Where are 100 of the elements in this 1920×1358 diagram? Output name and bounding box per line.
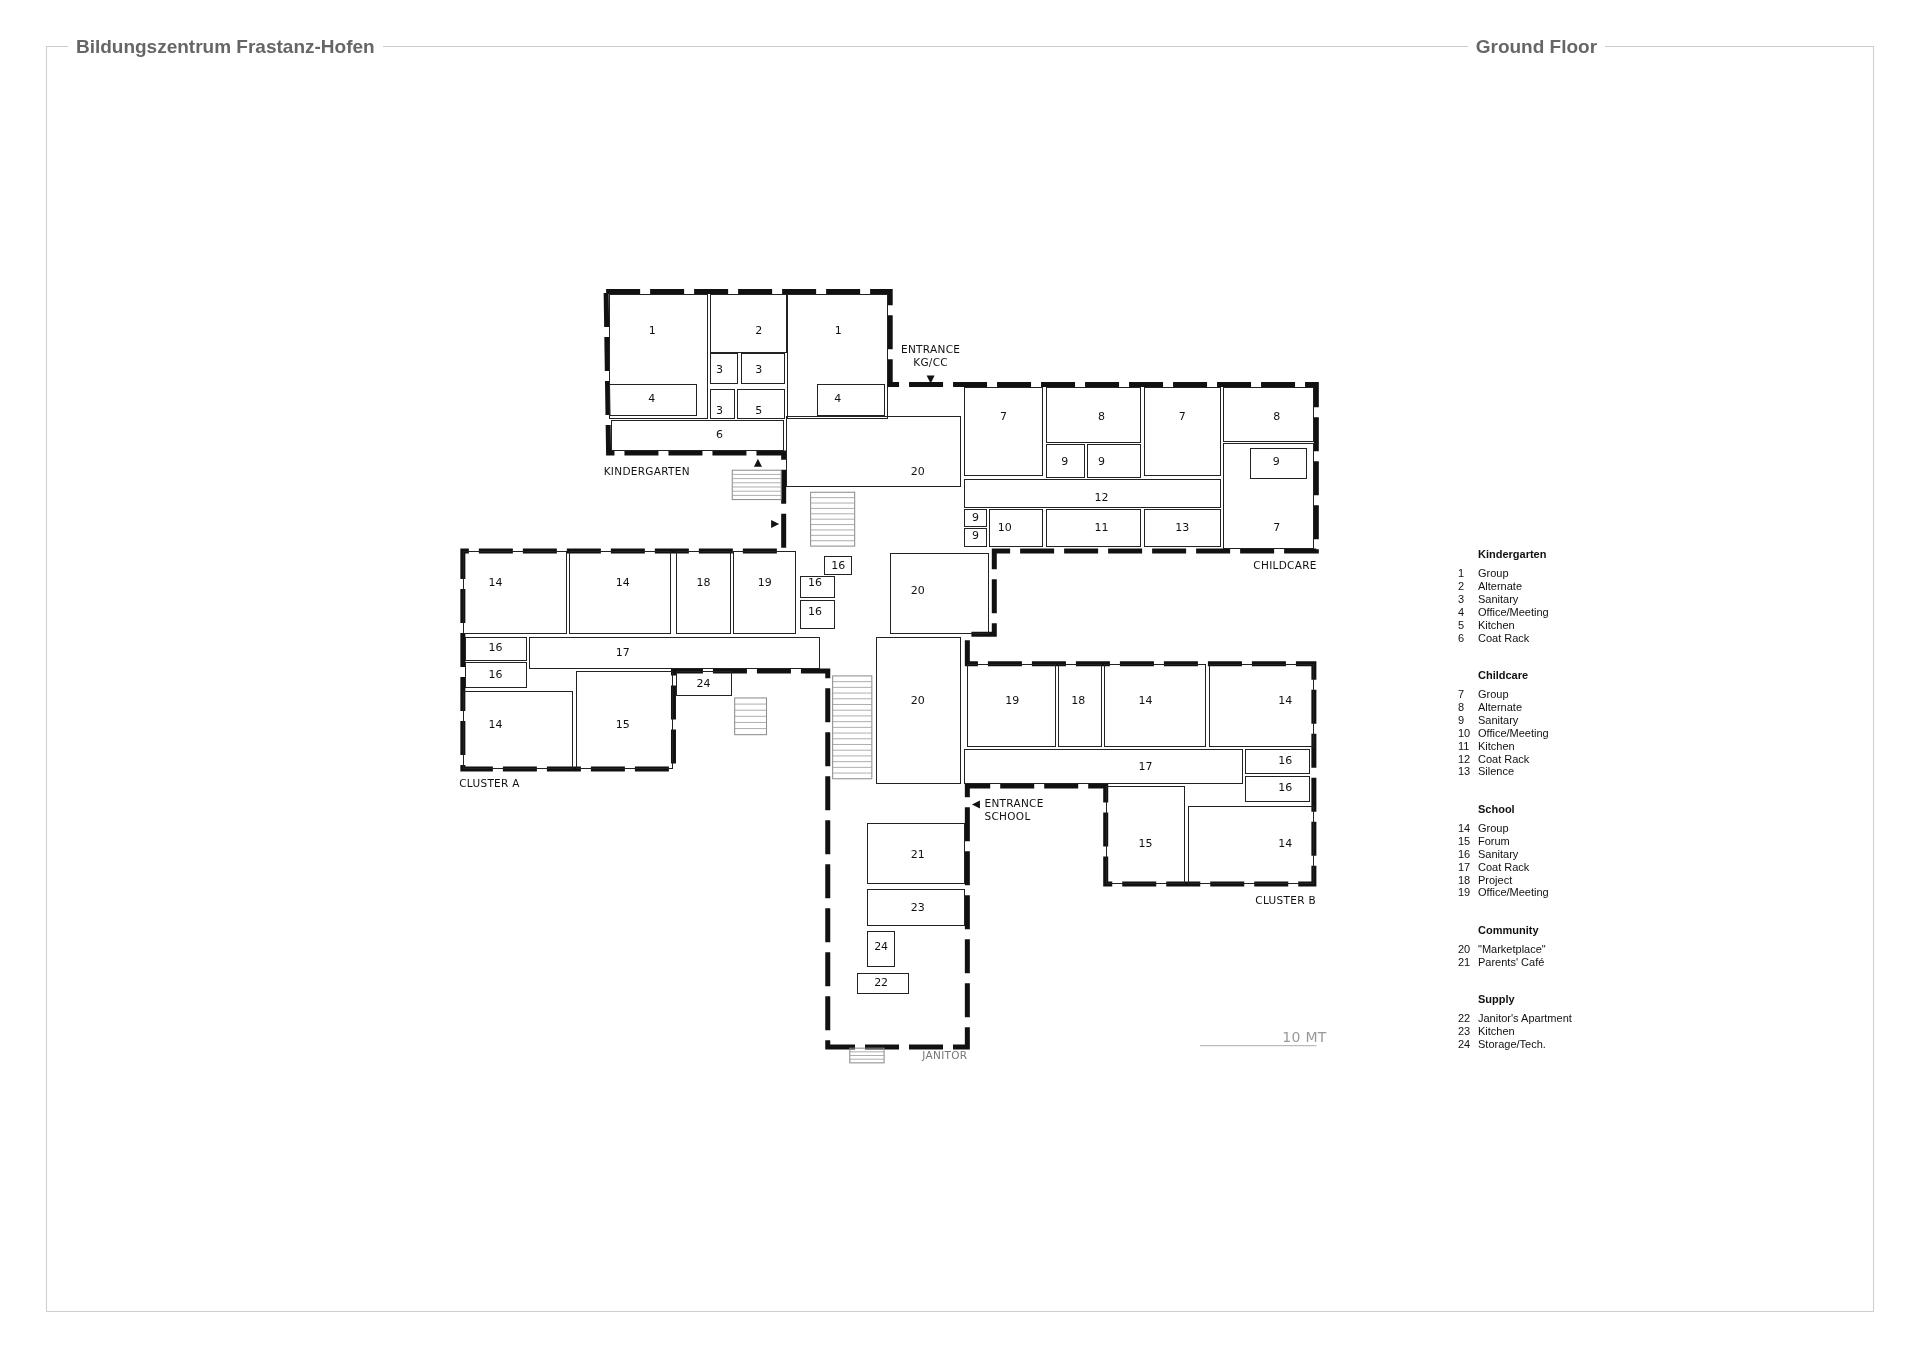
room-outline [989,509,1044,548]
room-outline [465,636,527,662]
room-outline [1187,805,1314,885]
room-number: 13 [1175,521,1190,533]
legend-text: Alternate [1478,580,1523,592]
legend-text: Group [1478,689,1509,700]
room-number: 9 [971,511,979,523]
room-outline [890,553,990,635]
room-number: 10 [997,521,1012,533]
room-outline [675,551,731,635]
room-number: 12 [1094,491,1109,503]
legend-number: 13 [1458,766,1471,778]
room-number: 16 [1278,754,1293,766]
legend-number: 9 [1458,714,1465,726]
legend-text: Parents' Café [1478,956,1545,968]
room-number: 9 [971,529,979,541]
room-outline [866,888,965,926]
legend-number: 16 [1458,848,1471,860]
wing-label: JANITOR [922,1049,968,1062]
room-number: 22 [874,976,889,988]
room-outline [575,671,674,769]
legend-number: 2 [1458,580,1465,592]
room-outline [963,478,1221,509]
room-number: 8 [1273,410,1281,422]
legend-heading: Supply [1478,994,1515,1006]
legend-heading: Community [1478,924,1539,936]
room-outline [740,352,785,385]
legend-text: Group [1478,822,1509,834]
room-number: 23 [910,901,925,913]
room-number: 16 [831,559,846,571]
legend-number: 8 [1458,701,1465,713]
room-outline [608,293,708,419]
room-number: 14 [1138,694,1153,706]
room-number: 20 [910,584,925,596]
room-outline [1057,663,1103,747]
room-number: 20 [910,465,925,477]
room-outline [1143,386,1221,477]
legend-text: Sanitary [1478,593,1519,605]
room-number: 19 [1005,694,1020,706]
room-outline [1104,663,1207,747]
room-outline [824,555,853,576]
room-number: 2 [755,324,763,336]
legend-text: Silence [1478,766,1515,778]
room-number: 16 [1278,781,1293,793]
room-outline [611,420,784,451]
entrance-label: ENTRANCE SCHOOL [984,797,1045,823]
room-number: 16 [808,605,822,616]
legend-number: 7 [1458,689,1465,700]
room-outline [737,389,785,419]
room-outline [1105,786,1186,885]
room-number: 3 [755,363,763,375]
room-outline [462,551,567,635]
room-outline [710,293,788,353]
legend-number: 20 [1458,943,1471,955]
room-outline [710,389,735,419]
legend-number: 22 [1458,1013,1471,1025]
room-number: 11 [1094,521,1109,533]
legend-number: 21 [1458,956,1471,968]
legend-number: 24 [1458,1039,1471,1051]
legend-text: Kitchen [1478,740,1515,752]
room-outline [1223,386,1314,443]
legend-number: 23 [1458,1026,1471,1038]
legend-number: 18 [1458,874,1471,886]
room-number: 21 [910,848,925,860]
room-number: 1 [648,324,656,336]
room-number: 7 [1178,410,1186,422]
legend-number: 4 [1458,606,1465,618]
room-outline [1143,509,1221,548]
legend-text: Coat Rack [1478,861,1530,873]
legend-text: Kitchen [1478,619,1515,631]
room-number: 17 [615,646,630,658]
room-outline [1249,447,1308,480]
legend-text: Group [1478,568,1509,579]
room-number: 7 [1273,521,1281,533]
room-number: 9 [1272,455,1280,467]
legend-text: Storage/Tech. [1478,1039,1546,1051]
room-outline [462,690,574,769]
room-number: 9 [1098,455,1106,467]
room-number: 14 [1278,837,1293,849]
legend-number: 14 [1458,822,1471,834]
wing-label: CLUSTER B [1255,893,1316,907]
room-outline [963,509,987,527]
wing-label: CLUSTER A [459,777,520,790]
legend-text: "Marketplace" [1478,943,1546,955]
room-number: 8 [1098,410,1105,422]
room-number: 14 [488,576,503,588]
room-number: 14 [488,718,503,730]
room-outline [866,822,965,885]
room-outline [963,749,1243,784]
wing-label: KINDERGARTEN [603,464,690,478]
room-number: 24 [696,677,711,689]
legend-number: 12 [1458,753,1471,765]
room-number: 1 [834,324,842,336]
room-outline [1087,444,1142,478]
room-outline [609,384,698,416]
room-outline [733,551,796,635]
room-outline [817,384,885,416]
legend-heading: School [1478,803,1515,815]
room-outline [1245,776,1311,802]
room-outline [675,671,733,696]
